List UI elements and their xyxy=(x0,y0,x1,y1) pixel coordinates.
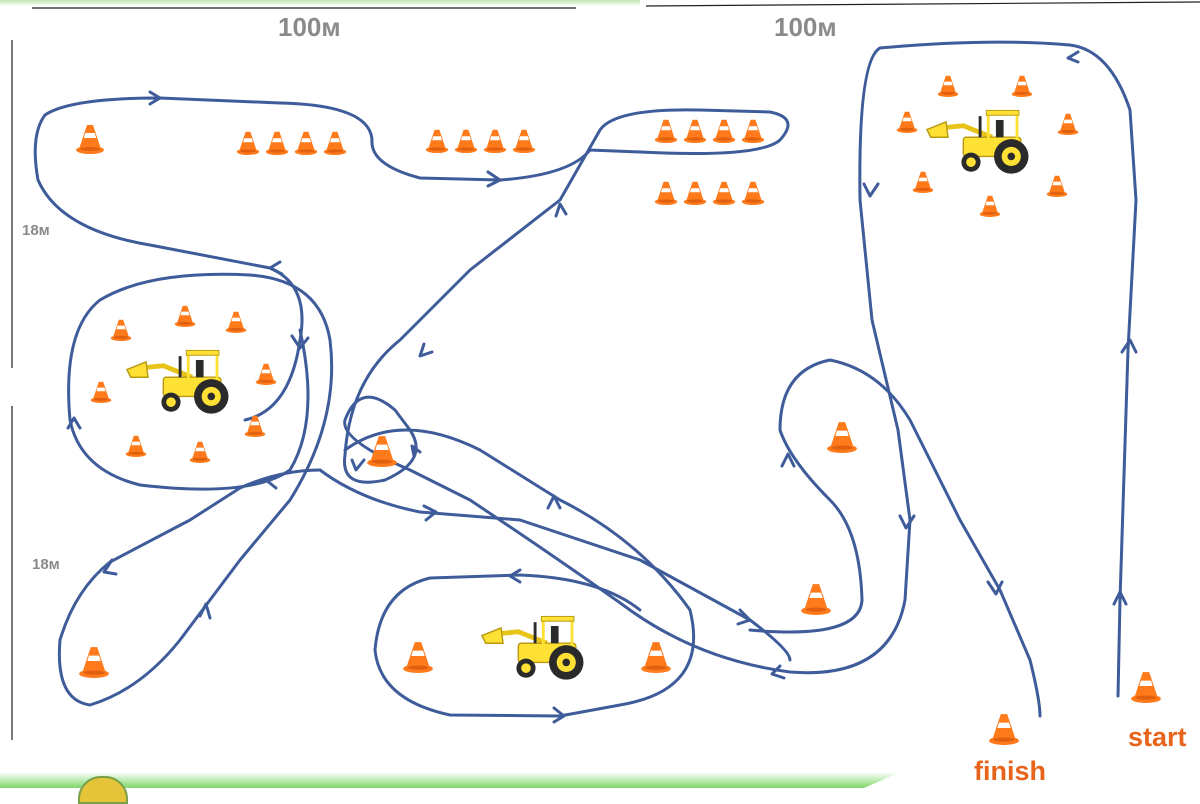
traffic-cone-icon xyxy=(683,119,707,143)
route-arrow-icon xyxy=(1066,50,1080,64)
route-arrow-icon xyxy=(1120,338,1138,354)
route-arrow-icon xyxy=(264,474,280,490)
distance-label-side-lower: 18м xyxy=(32,556,60,573)
route-arrow-icon xyxy=(350,458,366,472)
traffic-cone-icon xyxy=(225,311,247,333)
route-path xyxy=(33,40,1138,718)
traffic-cone-icon xyxy=(110,319,132,341)
tractor-icon xyxy=(927,110,1029,173)
traffic-cone-icon xyxy=(1131,672,1161,703)
traffic-cone-icon xyxy=(90,381,112,403)
traffic-cone-icon xyxy=(174,305,196,327)
route-arrow-icon xyxy=(780,452,796,468)
traffic-cone-icon xyxy=(683,181,707,205)
traffic-cone-icon xyxy=(79,647,109,678)
route-arrows xyxy=(66,50,1138,724)
route-arrow-icon xyxy=(508,568,522,584)
distance-label-top-left: 100м xyxy=(278,12,341,42)
traffic-cone-icon xyxy=(255,363,277,385)
route-arrow-icon xyxy=(546,494,562,510)
bottom-decorative-band xyxy=(0,772,900,788)
route-arrow-icon xyxy=(102,558,118,576)
traffic-cone-icon xyxy=(189,441,211,463)
traffic-cone-icon xyxy=(979,195,1001,217)
route-arrow-icon xyxy=(148,90,162,106)
traffic-cone-icon xyxy=(1046,175,1068,197)
route-arrow-icon xyxy=(898,514,916,530)
traffic-cone-icon xyxy=(483,129,507,153)
traffic-cone-icon xyxy=(989,714,1019,745)
traffic-cone-icon xyxy=(1011,75,1033,97)
start-label: start xyxy=(1128,722,1187,752)
distance-label-top-right: 100м xyxy=(774,12,837,42)
traffic-cone-icon xyxy=(641,642,671,673)
route-arrow-icon xyxy=(486,170,502,188)
traffic-cone-icon xyxy=(1057,113,1079,135)
tractor-icon xyxy=(127,350,229,413)
route-arrow-icon xyxy=(986,580,1004,596)
traffic-cone-icon xyxy=(801,584,831,615)
traffic-cone-icon xyxy=(265,131,289,155)
traffic-cone-icon xyxy=(827,422,857,453)
route-arrow-icon xyxy=(1112,590,1128,606)
route-arrow-icon xyxy=(418,342,434,358)
route-arrow-icon xyxy=(198,602,212,620)
traffic-cone-icon xyxy=(454,129,478,153)
traffic-cone-icon xyxy=(654,181,678,205)
traffic-cone-icon xyxy=(236,131,260,155)
field-boundaries xyxy=(11,1,1200,740)
finish-label: finish xyxy=(974,756,1046,786)
route-arrow-icon xyxy=(736,608,752,626)
traffic-cone-icon xyxy=(512,129,536,153)
traffic-cone-icon xyxy=(125,435,147,457)
traffic-cone-icon xyxy=(425,129,449,153)
route-arrow-icon xyxy=(770,664,786,680)
traffic-cone-icon xyxy=(912,171,934,193)
route-arrow-icon xyxy=(290,334,310,350)
traffic-cone-icon xyxy=(741,181,765,205)
route-arrow-icon xyxy=(422,504,438,522)
traffic-cone-icon xyxy=(712,181,736,205)
traffic-cone-icon xyxy=(741,119,765,143)
tractor-icon xyxy=(482,616,584,679)
traffic-cone-icon xyxy=(403,642,433,673)
traffic-cone-icon xyxy=(712,119,736,143)
top-decorative-band xyxy=(0,0,640,6)
distance-label-side-upper: 18м xyxy=(22,222,50,239)
traffic-cone-icon xyxy=(896,111,918,133)
traffic-cone-icon xyxy=(323,131,347,155)
traffic-cone-icon xyxy=(654,119,678,143)
route-arrow-icon xyxy=(552,706,566,724)
traffic-cone-icon xyxy=(937,75,959,97)
traffic-cones xyxy=(76,75,1161,745)
traffic-cone-icon xyxy=(76,125,104,154)
route-arrow-icon xyxy=(862,182,880,198)
route-arrow-icon xyxy=(554,202,568,218)
traffic-cone-icon xyxy=(294,131,318,155)
route-arrow-icon xyxy=(268,260,284,276)
route-arrow-icon xyxy=(66,416,82,430)
route-arrow-icon xyxy=(410,444,422,458)
